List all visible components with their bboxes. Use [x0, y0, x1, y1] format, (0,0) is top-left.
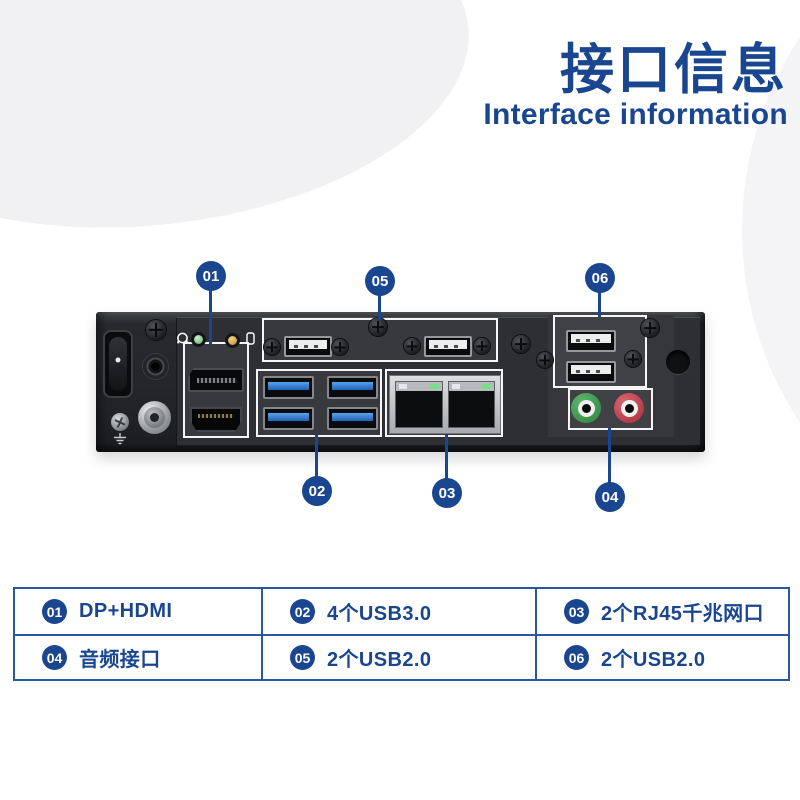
legend-label: DP+HDMI	[79, 600, 173, 622]
usb3-port	[327, 376, 378, 399]
usb2-port	[566, 330, 616, 352]
screw-icon	[146, 320, 166, 340]
legend-num-badge: 06	[564, 645, 589, 670]
leader-line-02	[315, 435, 318, 479]
legend-num-badge: 02	[290, 599, 315, 624]
leader-line-04	[608, 428, 611, 485]
screw-icon	[474, 338, 490, 354]
screw-icon	[512, 335, 530, 353]
legend-cell-02: 02 4个USB3.0	[261, 589, 535, 634]
device-badge-04: 04	[595, 482, 625, 512]
device-badge-01: 01	[196, 261, 226, 291]
screw-icon	[641, 319, 659, 337]
device-badge-06: 06	[585, 263, 615, 293]
hdmi-port	[190, 407, 242, 432]
legend-cell-06: 06 2个USB2.0	[535, 634, 788, 679]
legend-num-badge: 03	[564, 599, 589, 624]
antenna-hole	[666, 350, 690, 374]
line-out-led-icon	[191, 332, 206, 347]
audio-jack-lineout	[571, 393, 601, 423]
screw-icon	[537, 352, 553, 368]
usb2-port	[566, 361, 616, 383]
screw-icon	[369, 318, 387, 336]
page-title: 接口信息 Interface information	[483, 42, 788, 131]
dc-power-connector	[138, 401, 171, 434]
rj45-port	[395, 381, 443, 428]
screw-icon	[264, 339, 280, 355]
title-english: Interface information	[483, 98, 788, 131]
legend-table: 01 DP+HDMI 02 4个USB3.0 03 2个RJ45千兆网口 04 …	[13, 587, 790, 681]
legend-num-badge: 04	[42, 645, 67, 670]
device-box-icon	[246, 332, 255, 345]
power-rocker	[109, 337, 127, 391]
device-badge-02: 02	[302, 476, 332, 506]
usb3-port	[327, 407, 378, 430]
rj45-port	[447, 381, 495, 428]
legend-label: 2个USB2.0	[601, 649, 706, 671]
legend-num-badge: 05	[290, 645, 315, 670]
legend-label: 2个USB2.0	[327, 649, 432, 671]
device-chassis	[96, 312, 705, 452]
grounding-screw	[111, 413, 129, 431]
legend-cell-03: 03 2个RJ45千兆网口	[535, 589, 788, 634]
dp-port	[188, 368, 244, 392]
leader-line-06	[598, 290, 601, 317]
leader-line-03	[445, 435, 448, 481]
mic-led-icon	[225, 333, 240, 348]
power-switch	[103, 330, 133, 398]
legend-cell-01: 01 DP+HDMI	[15, 589, 261, 634]
legend-label: 2个RJ45千兆网口	[601, 603, 764, 625]
audio-jack-mic	[614, 393, 644, 423]
background-blob	[0, 0, 486, 258]
leader-line-05	[378, 293, 381, 320]
legend-cell-05: 05 2个USB2.0	[261, 634, 535, 679]
legend-num-badge: 01	[42, 599, 67, 624]
jack-connector	[143, 354, 168, 379]
screw-icon	[625, 351, 641, 367]
screw-icon	[404, 338, 420, 354]
screw-icon	[332, 339, 348, 355]
usb2-port	[424, 336, 472, 357]
title-chinese: 接口信息	[560, 40, 788, 100]
usb3-port	[263, 376, 314, 399]
ground-symbol-icon	[114, 433, 126, 445]
legend-label: 4个USB3.0	[327, 603, 432, 625]
usb2-port	[284, 336, 332, 357]
rj45-block	[389, 375, 501, 434]
usb3-port	[263, 407, 314, 430]
legend-cell-04: 04 音频接口	[15, 634, 261, 679]
legend-label: 音频接口	[79, 649, 161, 671]
headphone-icon	[177, 332, 188, 344]
device-badge-03: 03	[432, 478, 462, 508]
device-badge-05: 05	[365, 266, 395, 296]
leader-line-01	[209, 288, 212, 344]
